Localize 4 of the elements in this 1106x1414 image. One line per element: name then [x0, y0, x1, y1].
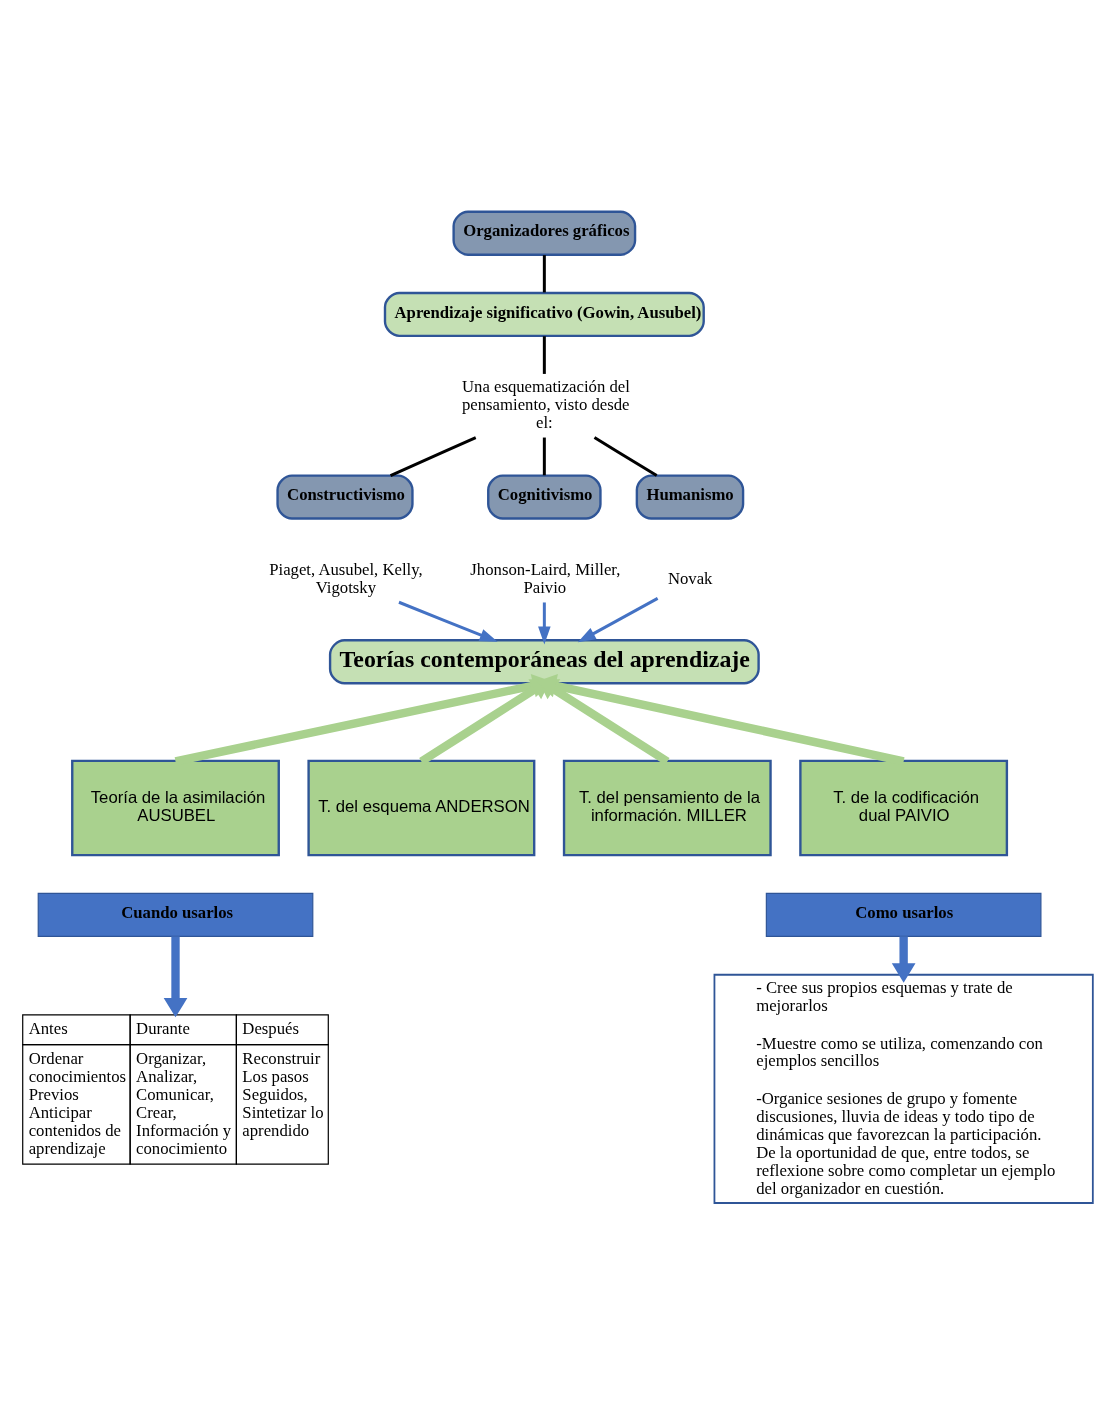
node-text: Una esquematización del pensamiento, visto desde el:: [461, 376, 630, 432]
node-text: Piaget, Ausubel, Kelly, Vigotsky: [269, 559, 423, 597]
node-text: Novak: [667, 568, 713, 588]
node-text: Jhonson-Laird, Miller, Paivio: [470, 559, 621, 597]
